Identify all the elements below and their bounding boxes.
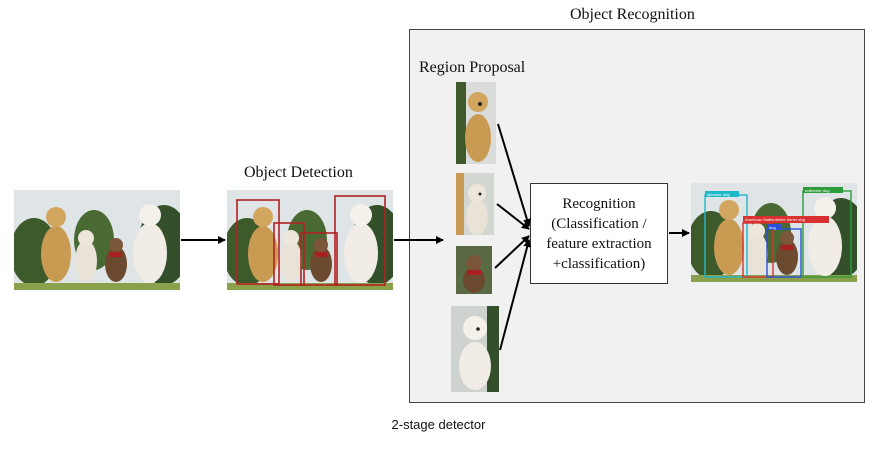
recognition-box: Recognition (Classification / feature ex… xyxy=(530,183,668,284)
recognition-line-4: +classification) xyxy=(552,255,646,272)
region-crop-4 xyxy=(451,306,499,392)
recognition-line-3: feature extraction xyxy=(546,235,652,252)
recognition-line-2: (Classification / xyxy=(551,215,647,232)
caption: 2-stage detector xyxy=(391,417,486,432)
result-label-3: American Staffordshire terrier dog xyxy=(745,217,805,222)
object-detection-title: Object Detection xyxy=(244,164,353,181)
input-photo xyxy=(14,190,180,290)
result-label-1: labrador dog xyxy=(707,192,729,197)
recognition-line-1: Recognition xyxy=(562,195,636,212)
region-crop-2 xyxy=(456,173,494,235)
result-label-4: dog xyxy=(769,225,776,230)
region-crop-3 xyxy=(456,246,492,294)
region-crop-1 xyxy=(456,82,496,164)
detection-photo xyxy=(227,190,393,290)
object-recognition-title: Object Recognition xyxy=(570,6,695,23)
result-photo: labrador dog bullterrier dog American St… xyxy=(691,183,857,282)
region-proposal-title: Region Proposal xyxy=(419,59,526,76)
result-label-2: bullterrier dog xyxy=(805,188,829,193)
